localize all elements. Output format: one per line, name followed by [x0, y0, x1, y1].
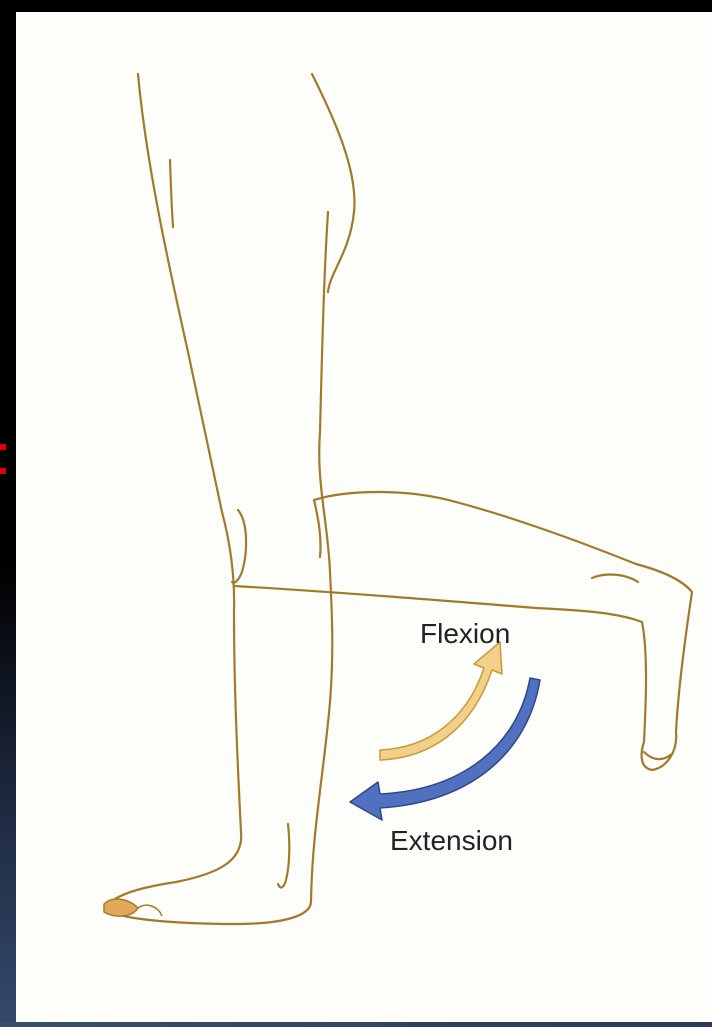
flexion-label: Flexion [420, 618, 510, 650]
heel-detail [592, 575, 638, 582]
extension-arrow [350, 678, 540, 820]
extension-label: Extension [390, 825, 513, 857]
knee-detail [232, 510, 246, 583]
foot-toes-outline [644, 752, 672, 759]
knee-joint-detail [314, 500, 321, 557]
leg-diagram [16, 12, 712, 1022]
diagram-panel: Flexion Extension [16, 12, 712, 1022]
standing-leg-back-outline [312, 74, 354, 292]
flexion-arrow [380, 642, 502, 760]
red-bullet-mark [0, 444, 6, 474]
toes-detail [104, 899, 162, 916]
slide-bottom-strip [0, 1022, 712, 1027]
standing-leg-front-outline [106, 74, 332, 924]
ankle-detail [278, 824, 289, 887]
shin-inner-line [170, 160, 173, 227]
